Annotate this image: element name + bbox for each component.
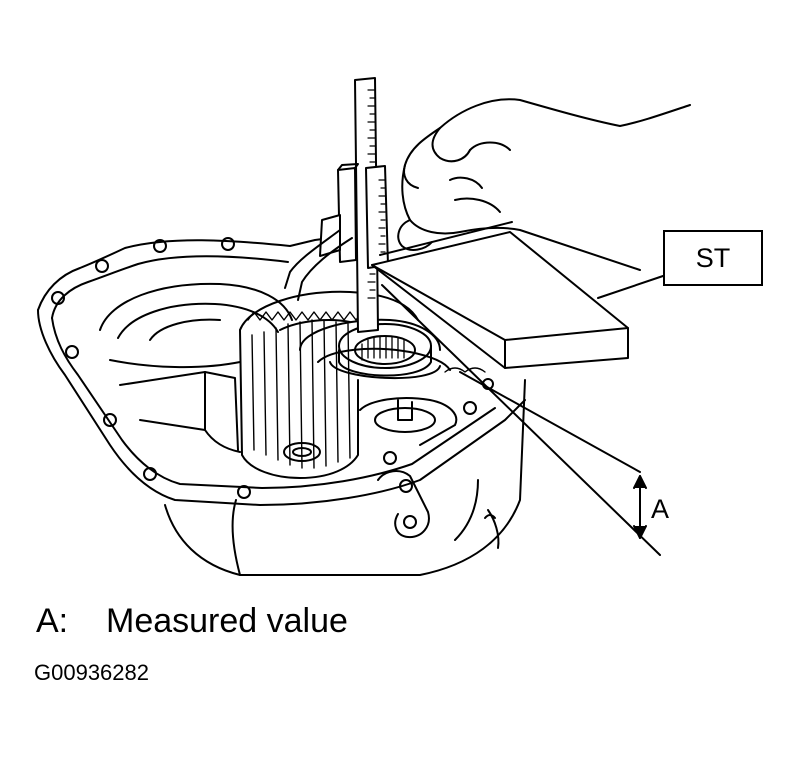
dimension-lines [381,275,664,556]
dimension-a-label: A [651,494,670,524]
housing-lower-body [164,379,526,576]
extension-line-lower [459,371,641,473]
st-label: ST [695,242,731,273]
case-flange [37,237,526,506]
figure-code: G00936282 [34,660,149,685]
legend: A: Measured value [36,604,348,638]
extension-line-upper [381,284,661,556]
legend-key: A: [36,602,69,640]
legend-text: Measured value [106,602,348,640]
transmission-case-illustration [37,77,691,576]
st-leader-line [597,275,664,299]
straight-edge-tool [371,221,629,369]
lower-bore [359,397,458,446]
gear-cylinder [239,290,419,479]
case-inner-bore [99,282,293,453]
st-callout-box: ST [663,230,763,286]
hand [397,98,691,271]
depth-gauge [284,77,389,333]
